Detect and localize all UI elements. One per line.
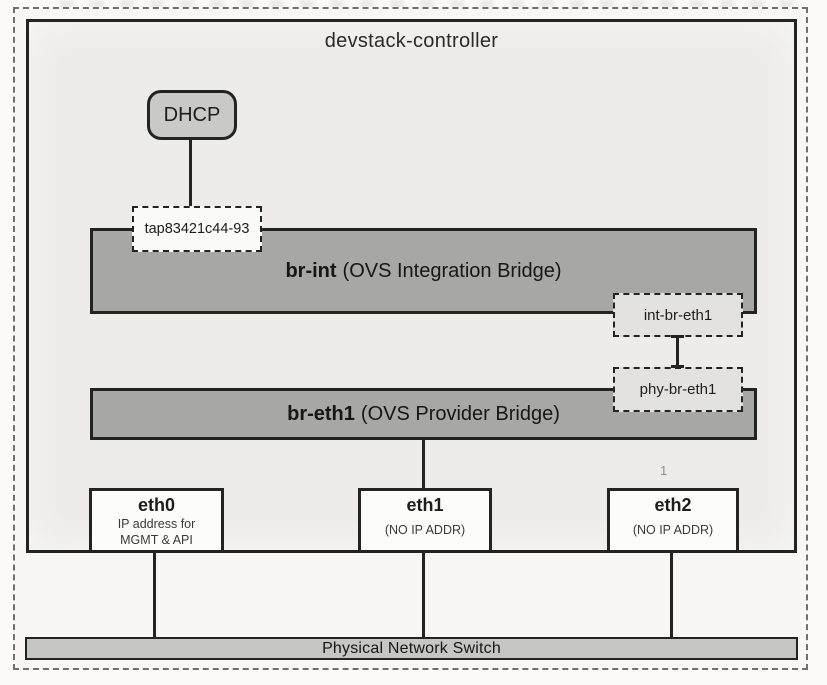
link-eth0-to-switch [153, 551, 156, 639]
link-eth1-to-switch [422, 551, 425, 639]
nic-eth2-box: eth2 (NO IP ADDR) [607, 488, 739, 553]
nic-eth0-note-line2: MGMT & API [120, 533, 193, 548]
dhcp-label: DHCP [163, 103, 221, 126]
link-dhcp-to-tap [189, 138, 192, 208]
host-title: devstack-controller [324, 30, 499, 52]
patch-port-phy-br-eth1: phy-br-eth1 [613, 367, 743, 412]
nic-eth0-box: eth0 IP address for MGMT & API [89, 488, 224, 553]
link-breth1-to-eth1 [422, 438, 425, 490]
dhcp-node: DHCP [147, 90, 237, 140]
physical-network-switch-bar: Physical Network Switch [25, 637, 798, 660]
link-eth2-to-switch [670, 551, 673, 639]
nic-eth0-note-line1: IP address for [117, 516, 196, 531]
stray-scan-mark: 1 [660, 463, 668, 478]
nic-eth2-name: eth2 [654, 495, 692, 515]
patch-int-label: int-br-eth1 [643, 306, 713, 324]
br-eth1-name: br-eth1 [287, 402, 355, 425]
scan-bleed-smudge [60, 0, 800, 8]
nic-eth1-note-line1: (NO IP ADDR) [384, 522, 466, 537]
tap-port-box: tap83421c44-93 [132, 206, 262, 252]
br-int-name: br-int [285, 259, 337, 282]
br-eth1-description: (OVS Provider Bridge) [360, 402, 560, 425]
patch-link-connector [671, 335, 684, 368]
physical-network-switch-label: Physical Network Switch [322, 639, 501, 657]
nic-eth2-note-line1: (NO IP ADDR) [632, 522, 714, 537]
br-int-description: (OVS Integration Bridge) [342, 259, 562, 282]
nic-eth0-name: eth0 [137, 495, 175, 515]
nic-eth1-box: eth1 (NO IP ADDR) [358, 488, 492, 553]
patch-phy-label: phy-br-eth1 [639, 381, 717, 398]
nic-eth1-name: eth1 [406, 495, 444, 515]
tap-port-label: tap83421c44-93 [144, 221, 250, 237]
patch-port-int-br-eth1: int-br-eth1 [613, 293, 743, 337]
